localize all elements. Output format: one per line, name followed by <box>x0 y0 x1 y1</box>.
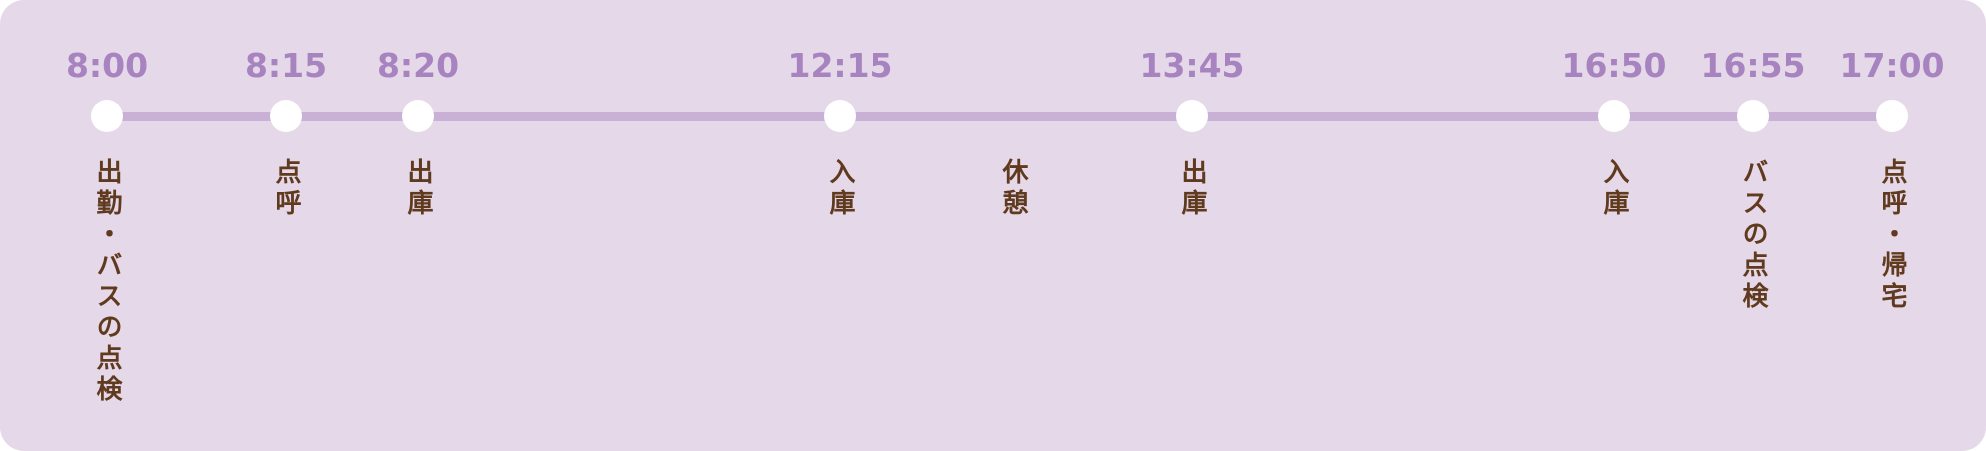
event-label: バスの点検 <box>1738 158 1768 313</box>
event-time: 8:00 <box>65 46 149 85</box>
timeline-track <box>106 112 1894 121</box>
event-label: 入庫 <box>1599 158 1629 220</box>
event-time: 17:00 <box>1839 46 1945 85</box>
event-time: 8:15 <box>244 46 328 85</box>
event-label: 出勤・バスの点検 <box>92 158 122 406</box>
timeline-marker <box>824 100 856 132</box>
event-time: 12:15 <box>787 46 893 85</box>
event-label: 休憩 <box>998 158 1028 220</box>
event-time: 8:20 <box>376 46 460 85</box>
event-label: 入庫 <box>825 158 855 220</box>
timeline-marker <box>1737 100 1769 132</box>
timeline-marker <box>270 100 302 132</box>
event-time: 16:50 <box>1561 46 1667 85</box>
timeline-marker <box>1176 100 1208 132</box>
timeline-marker <box>402 100 434 132</box>
timeline-marker <box>1876 100 1908 132</box>
event-label: 点呼・帰宅 <box>1877 158 1907 313</box>
event-time: 16:55 <box>1700 46 1806 85</box>
event-time: 13:45 <box>1139 46 1245 85</box>
timeline-marker <box>91 100 123 132</box>
event-label: 出庫 <box>403 158 433 220</box>
event-label: 点呼 <box>271 158 301 220</box>
timeline-marker <box>1598 100 1630 132</box>
event-label: 出庫 <box>1177 158 1207 220</box>
